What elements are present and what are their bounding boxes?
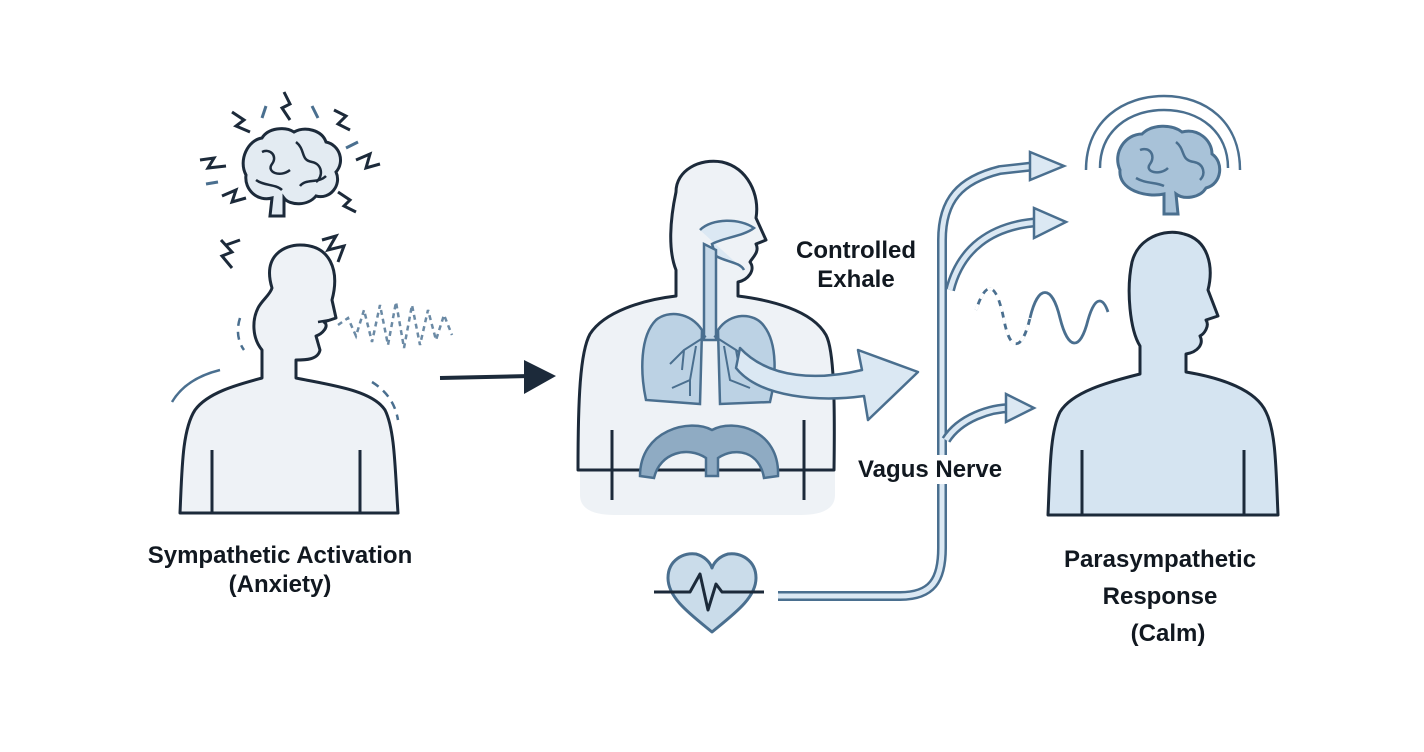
trachea xyxy=(702,241,718,342)
calm-person-body xyxy=(1046,230,1280,517)
breathing-person-figure xyxy=(576,159,836,515)
exhale-label-line2: Exhale xyxy=(817,266,895,294)
brain-lightning-icon xyxy=(199,91,381,214)
heart-pulse-icon xyxy=(654,552,764,634)
anxious-person-body xyxy=(178,243,400,515)
parasympathetic-label-line3: (Calm) xyxy=(1130,620,1206,648)
parasympathetic-response-label: Parasympathetic Response (Calm) xyxy=(1040,541,1280,653)
diaphragm-icon xyxy=(638,424,780,480)
arrowhead-brain xyxy=(1028,150,1068,182)
sympathetic-activation-label: Sympathetic Activation (Anxiety) xyxy=(124,541,436,600)
calm-radiating-arcs-icon xyxy=(1084,94,1242,171)
arrowhead-body xyxy=(1004,391,1037,425)
anxious-sound-wave-icon xyxy=(337,301,454,349)
exhale-arrow-icon xyxy=(734,346,920,422)
sympathetic-label-line2: (Anxiety) xyxy=(228,571,332,599)
parasympathetic-label-line1: Parasympathetic xyxy=(1063,546,1257,573)
parasympathetic-label-line2: Response xyxy=(1102,583,1218,611)
transition-arrow-icon xyxy=(439,360,556,394)
controlled-exhale-label: Controlled Exhale xyxy=(776,236,936,295)
calm-person-figure xyxy=(1046,230,1280,517)
stress-lightning-icon xyxy=(219,233,347,269)
exhale-label-line1: Controlled xyxy=(796,237,916,264)
vagus-nerve-pathway xyxy=(778,150,1069,601)
arrowhead-mid xyxy=(1032,206,1069,241)
anxious-person-figure xyxy=(170,243,400,515)
stressed-brain-icon xyxy=(241,127,342,218)
nasal-airway xyxy=(699,219,757,271)
calm-sound-wave-icon xyxy=(974,287,1110,346)
sympathetic-label-line1: Sympathetic Activation xyxy=(147,542,413,569)
vagus-nerve-label: Vagus Nerve xyxy=(856,455,1005,485)
calm-brain-icon xyxy=(1116,124,1222,216)
